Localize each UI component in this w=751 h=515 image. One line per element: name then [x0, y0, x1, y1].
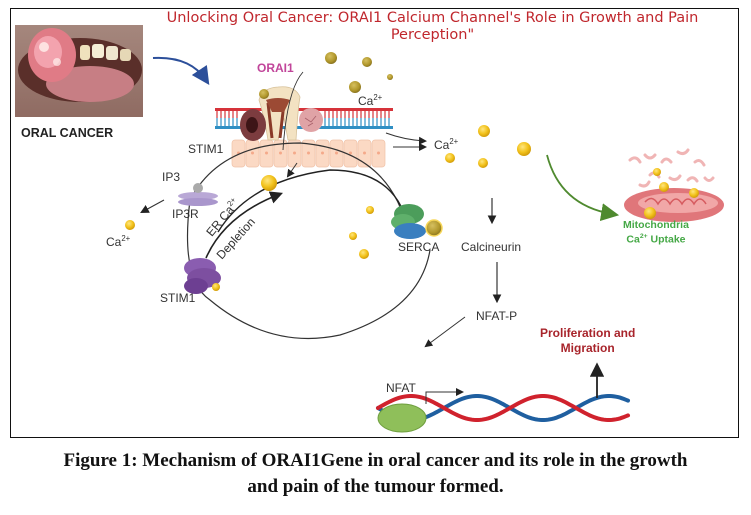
calcium-efflux-arrow [385, 132, 427, 145]
stim1-label-top: STIM1 [188, 142, 224, 156]
calcium-ion-icon [653, 168, 661, 176]
proliferation-label-line-2: Migration [560, 341, 615, 355]
calcineurin-label: Calcineurin [461, 240, 522, 254]
arrow-photo-to-membrane [152, 56, 210, 85]
orai1-pointer-line [282, 71, 304, 151]
caption-line-1: Figure 1: Mechanism of ORAI1Gene in oral… [0, 448, 751, 474]
figure-caption: Figure 1: Mechanism of ORAI1Gene in oral… [0, 448, 751, 500]
calcium-ion-icon [261, 175, 277, 191]
tooth-icon [240, 86, 323, 141]
calcium-ion-icon [366, 206, 374, 214]
calcium-label-left: Ca2+ [106, 234, 131, 249]
figure-title: Unlocking Oral Cancer: ORAI1 Calcium Cha… [150, 10, 715, 44]
calcium-ion-icon [259, 89, 269, 99]
calcium-label-right: Ca2+ [434, 137, 459, 152]
calcium-ion-icon [478, 125, 490, 137]
nfatp-to-nfat-arrow [424, 316, 466, 348]
caption-text: : Mechanism of ORAI1Gene in oral cancer … [131, 450, 688, 471]
stim1-label-bottom: STIM1 [160, 291, 196, 305]
mitochondria-label: Mitochondria Ca2+ Uptake [623, 219, 689, 246]
oral-cancer-label: ORAL CANCER [21, 126, 114, 140]
serca-label: SERCA [398, 240, 440, 254]
title-line-2: Perception" [390, 27, 475, 43]
mitochondria-label-line-1: Mitochondria [623, 219, 689, 231]
oral-tumor-photo [15, 25, 143, 117]
transcription-start-arrow [425, 388, 464, 404]
stim1-protein [184, 258, 221, 294]
proliferation-migration-label: Proliferation and Migration [540, 326, 635, 356]
calcium-label-top: Ca2+ [358, 93, 383, 108]
ip3r-receptor [178, 183, 218, 206]
calcium-ion-icon [359, 249, 369, 259]
mitochondria-icon [624, 148, 724, 222]
ip3r-release-arrow [140, 199, 165, 214]
nfat-label: NFAT [386, 381, 416, 395]
calcium-ion-icon [349, 81, 361, 93]
calcium-ions [125, 52, 699, 259]
ip3-label: IP3 [162, 170, 181, 184]
nfat-protein [377, 403, 427, 433]
calcium-ion-icon [517, 142, 531, 156]
calcium-ion-icon [125, 220, 135, 230]
calcium-ion-icon [387, 74, 393, 80]
calcium-ion-icon [445, 153, 455, 163]
orai1-label: ORAI1 [257, 61, 294, 75]
ip3r-label: IP3R [172, 207, 199, 221]
calcium-ion-icon [325, 52, 337, 64]
calcium-ion-icon [644, 207, 656, 219]
mitochondria-uptake-arrow [546, 154, 620, 222]
calcium-ion-icon [362, 57, 372, 67]
caption-line-2: and pain of the tumour formed. [247, 476, 504, 497]
title-line-1: Unlocking Oral Cancer: ORAI1 Calcium Cha… [166, 10, 699, 26]
proliferation-label-line-1: Proliferation and [540, 326, 636, 340]
er-depletion-arrow [205, 191, 283, 259]
nfat-p-label: NFAT-P [476, 309, 518, 323]
calcium-ion-icon [349, 232, 357, 240]
epithelial-cell-layer [231, 139, 386, 168]
mitochondria-label-line-2: Ca2+ Uptake [626, 233, 686, 246]
membrane-to-ion-arrow [286, 162, 298, 178]
serca-pump [391, 204, 443, 239]
calcium-ion-icon [689, 188, 699, 198]
calcium-ion-icon [659, 182, 669, 192]
caption-figure-number: Figure 1 [63, 450, 132, 471]
stim1-to-serca-arrow [217, 169, 412, 233]
calcium-ion-icon [478, 158, 488, 168]
